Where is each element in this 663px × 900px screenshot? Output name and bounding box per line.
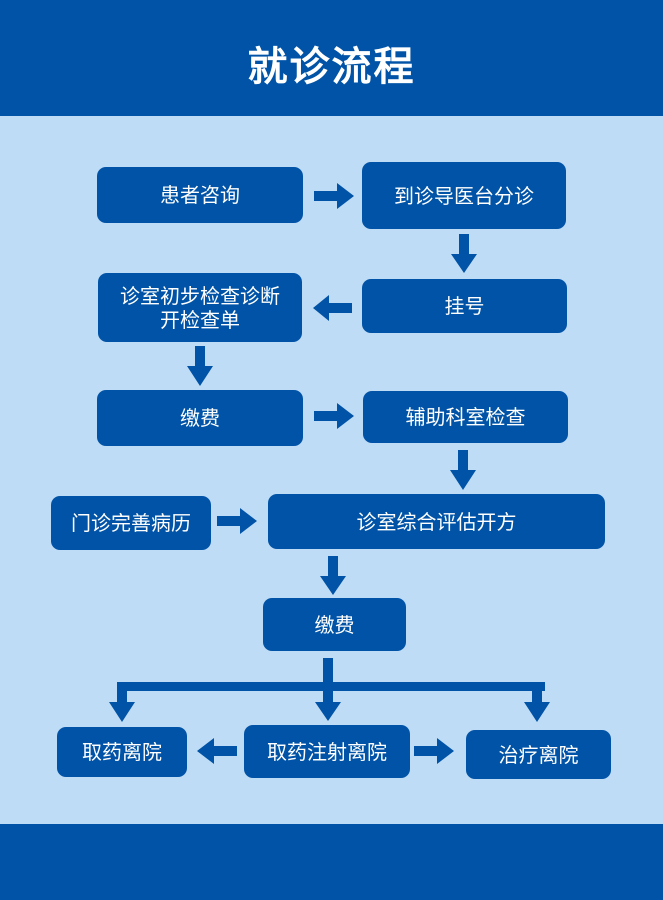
- footer-banner: [0, 824, 663, 900]
- arrow-pay2-to-injection-leave: [315, 682, 341, 721]
- node-records: 门诊完善病历: [51, 496, 211, 550]
- node-treatment-leave: 治疗离院: [466, 730, 611, 779]
- node-triage: 到诊导医台分诊: [362, 162, 566, 229]
- arrow-pay1-to-aux-exam: [314, 403, 354, 429]
- arrow-pay2-to-take-med-leave: [109, 682, 135, 722]
- node-pay2: 缴费: [263, 598, 406, 651]
- node-pay1: 缴费: [97, 390, 303, 446]
- node-aux-exam: 辅助科室检查: [363, 391, 568, 443]
- arrow-register-to-initial-exam: [313, 295, 352, 321]
- arrow-initial-exam-to-pay1: [187, 346, 213, 386]
- header-banner: 就诊流程: [0, 0, 663, 116]
- arrow-pay2-to-treatment-leave: [524, 682, 550, 722]
- node-take-med-leave: 取药离院: [57, 727, 187, 777]
- arrow-consult-to-triage: [314, 183, 354, 209]
- page-title: 就诊流程: [247, 44, 416, 90]
- arrow-aux-exam-to-evaluate: [450, 450, 476, 490]
- arrow-evaluate-to-pay2: [320, 556, 346, 595]
- node-initial-exam: 诊室初步检查诊断 开检查单: [98, 273, 302, 342]
- branch-stem: [323, 658, 333, 690]
- arrow-triage-to-register: [451, 234, 477, 273]
- node-register: 挂号: [362, 279, 567, 333]
- node-injection-leave: 取药注射离院: [244, 725, 410, 778]
- arrow-injection-to-treatment-leave: [414, 738, 454, 764]
- arrow-records-to-evaluate: [217, 508, 257, 534]
- arrow-injection-to-take-med-leave: [197, 738, 237, 764]
- node-consult: 患者咨询: [97, 167, 303, 223]
- node-evaluate: 诊室综合评估开方: [268, 494, 605, 549]
